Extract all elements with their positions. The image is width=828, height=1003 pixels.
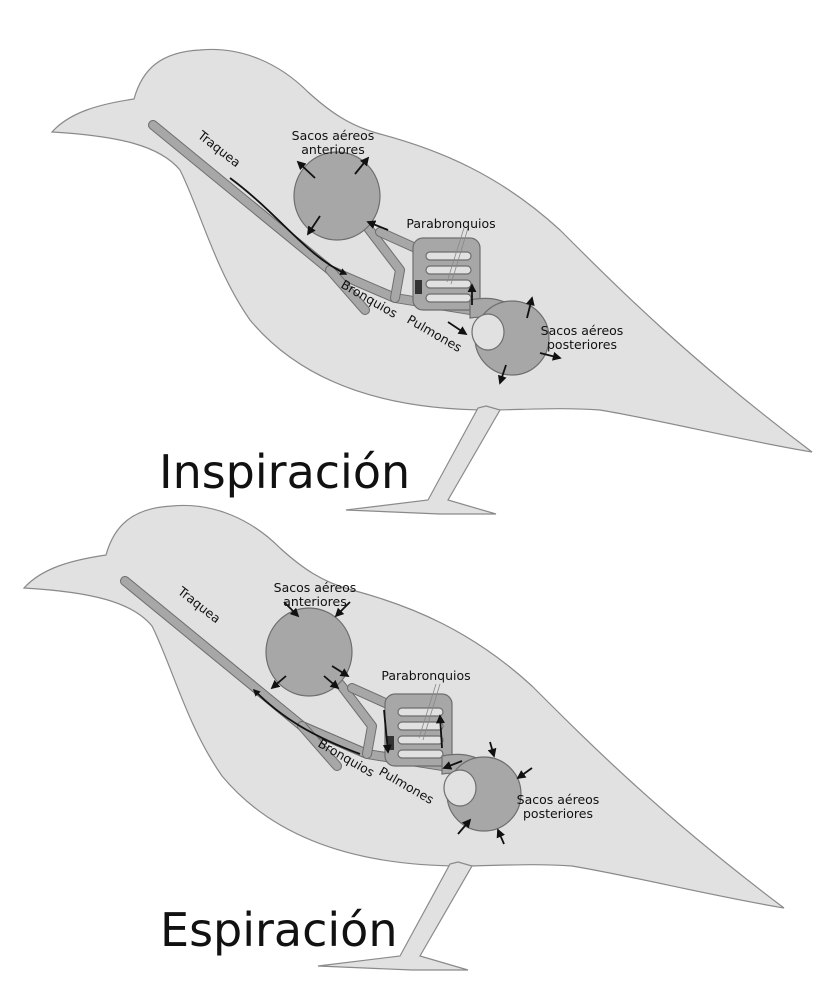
airflow-arrow [435,714,445,749]
airflow-arrow [323,675,340,690]
airflow-arrows-expiration [252,601,533,845]
expansion-arrow [525,296,535,319]
label-parabronchi: Parabronquios [406,216,495,231]
compression-arrow [283,601,300,618]
compression-arrow [496,828,505,845]
airflow-arrow [442,760,463,770]
bird-body-expiration [24,505,784,970]
label-anterior-sacs-line1: Sacos aéreos [292,128,375,143]
airflow-arrows-inspiration [229,156,562,385]
airflow-arrow [331,665,350,677]
airflow-arrow [229,177,348,275]
airflow-arrow [447,321,468,335]
expansion-arrow [307,215,321,236]
airflow-arrow [382,709,392,754]
title-inspiration: Inspiración [159,445,410,499]
title-expiration: Espiración [160,903,397,957]
label-posterior-sacs-line1: Sacos aéreos [517,792,600,807]
airflow-arrow [366,220,389,231]
airflow-arrow [270,675,287,690]
expansion-arrow [296,160,316,179]
panel-inspiration: Traquea Sacos aéreos anteriores Parabron… [52,49,812,514]
expansion-arrow [498,364,507,385]
label-parabronchi: Parabronquios [381,668,470,683]
label-anterior-sacs-line2: anteriores [301,142,365,157]
panel-expiration: Traquea Sacos aéreos anteriores Parabron… [24,505,784,970]
expansion-arrow [539,351,562,361]
compression-arrow [516,767,533,780]
compression-arrow [487,741,497,758]
airflow-arrow [252,688,361,755]
label-posterior-sacs-line2: posteriores [547,337,617,352]
label-posterior-sacs-line2: posteriores [523,806,593,821]
label-posterior-sacs-line1: Sacos aéreos [541,323,624,338]
compression-arrow [457,818,472,835]
label-anterior-sacs-line2: anteriores [283,594,347,609]
expansion-arrow [354,156,370,175]
compression-arrow [334,601,351,618]
label-anterior-sacs-line1: Sacos aéreos [274,580,357,595]
